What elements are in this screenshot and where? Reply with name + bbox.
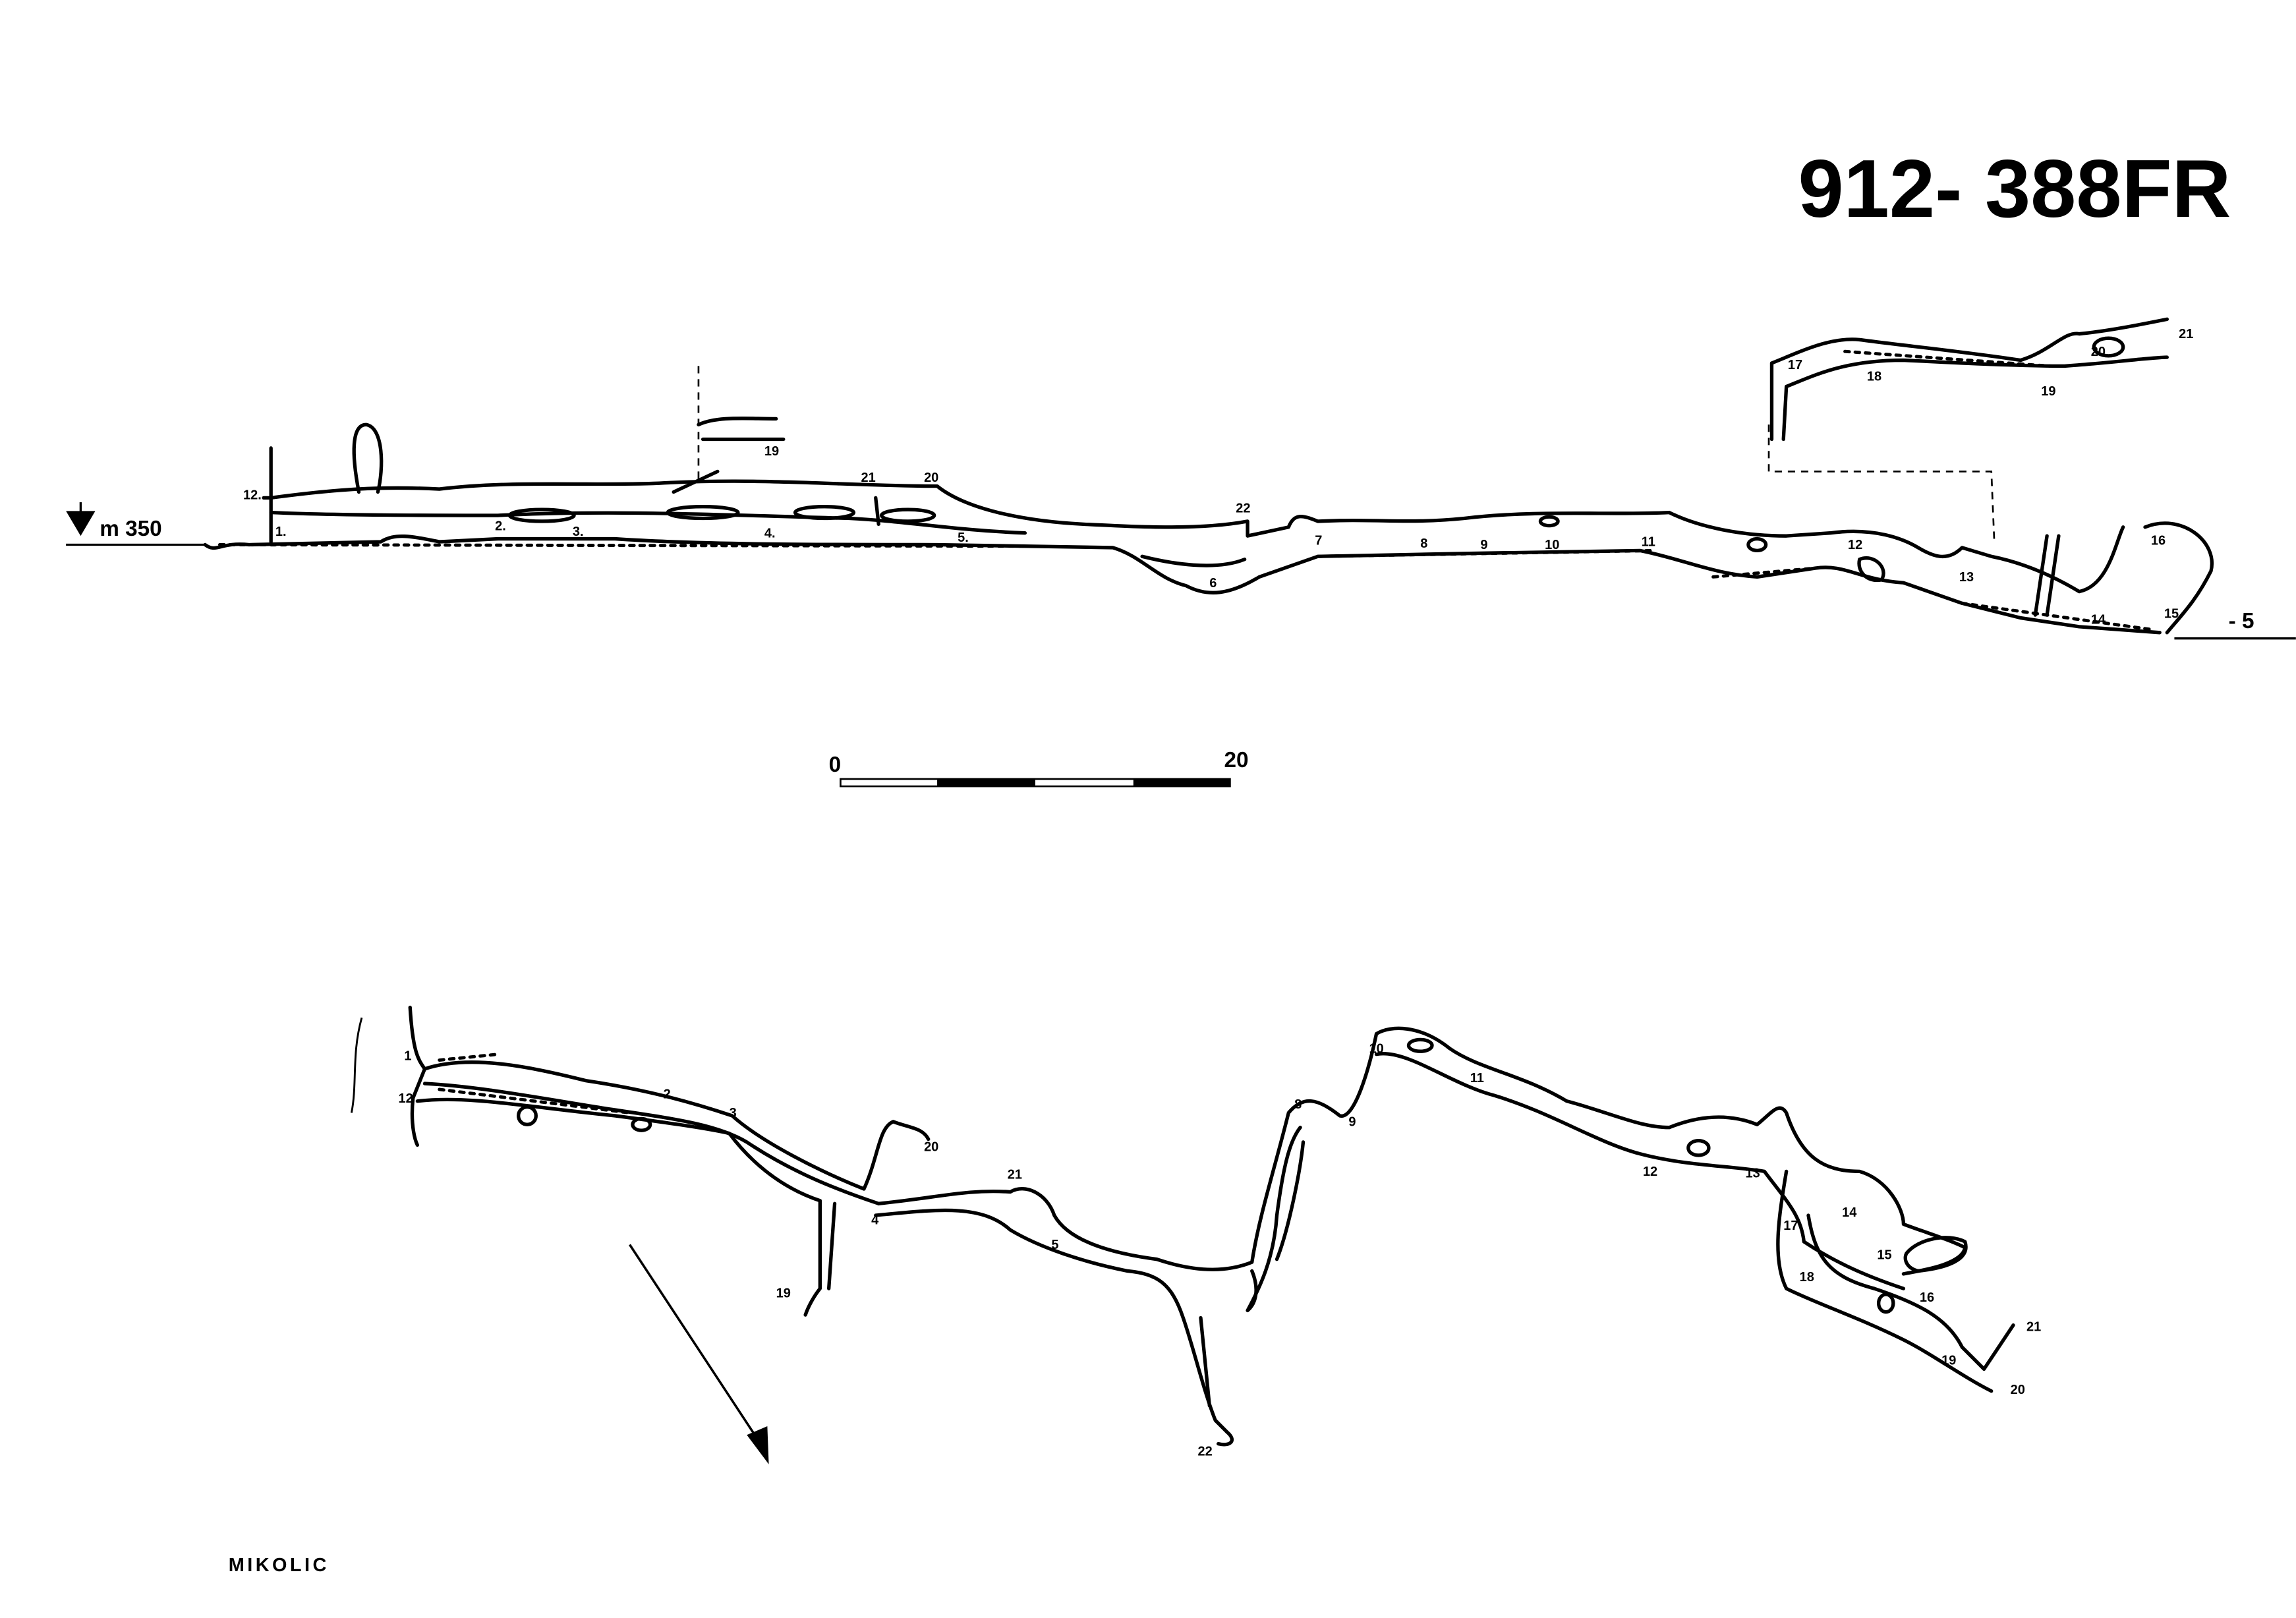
profile-station-label: 22 bbox=[1236, 502, 1250, 516]
plan-station-label: 3 bbox=[730, 1106, 737, 1120]
profile-station-label: 3. bbox=[573, 525, 584, 539]
plan-station-label: 20 bbox=[924, 1140, 938, 1154]
plan-station-label: 20 bbox=[2011, 1383, 2025, 1397]
plan-station-label: 21 bbox=[2026, 1320, 2041, 1335]
map-title: 912- 388FR bbox=[1798, 143, 2231, 235]
plan-station-label: 2 bbox=[664, 1087, 671, 1101]
plan-station-label: 18 bbox=[1800, 1270, 1814, 1285]
profile-station-label: 12 bbox=[1848, 538, 1862, 552]
profile-station-label: 17 bbox=[1788, 358, 1802, 372]
profile-station-label: 4. bbox=[764, 526, 776, 540]
plan-station-label: 5 bbox=[1051, 1238, 1058, 1252]
profile-station-label: 9 bbox=[1480, 538, 1487, 552]
scale-end-label: 20 bbox=[1224, 748, 1249, 772]
scale-bar: 0 20 bbox=[829, 748, 1249, 788]
datum-elevation-label: m 350 bbox=[100, 517, 161, 541]
profile-station-label: 19 bbox=[764, 444, 779, 459]
profile-section: m 350 - 5 12. 1. 2. 3. 4. 5. 21 20 19 22 6 7 8 9 10 11 1… bbox=[66, 317, 2296, 640]
profile-station-label: 18 bbox=[1867, 370, 1881, 384]
profile-station-label: 7 bbox=[1315, 533, 1322, 548]
plan-station-label: 8 bbox=[1294, 1097, 1302, 1112]
depth-label: - 5 bbox=[2229, 609, 2254, 633]
scale-start-label: 0 bbox=[829, 753, 842, 777]
profile-station-label: 21 bbox=[861, 471, 876, 485]
profile-station-label: 6 bbox=[1209, 576, 1217, 591]
profile-station-label: 14 bbox=[2091, 612, 2106, 627]
plan-station-label: 12 bbox=[398, 1091, 413, 1106]
profile-station-label: 2. bbox=[495, 519, 506, 533]
profile-station-label: 20 bbox=[924, 471, 938, 485]
plan-station-label: 15 bbox=[1877, 1248, 1891, 1263]
profile-station-label: 21 bbox=[2179, 327, 2193, 341]
plan-station-label: 19 bbox=[776, 1286, 791, 1300]
plan-station-label: 14 bbox=[1842, 1205, 1856, 1220]
profile-station-label: 15 bbox=[2164, 607, 2179, 621]
plan-station-label: 10 bbox=[1369, 1041, 1383, 1056]
plan-station-label: 17 bbox=[1783, 1219, 1798, 1233]
plan-station-label: 9 bbox=[1348, 1115, 1356, 1130]
author-credit: MIKOLIC bbox=[229, 1555, 330, 1576]
profile-station-label: 10 bbox=[1545, 538, 1559, 552]
profile-station-label: 8 bbox=[1420, 536, 1427, 551]
profile-station-label: 12. bbox=[243, 488, 262, 503]
plan-station-label: 12 bbox=[1643, 1165, 1657, 1179]
plan-station-label: 16 bbox=[1920, 1290, 1934, 1305]
profile-station-label: 19 bbox=[2041, 384, 2055, 399]
profile-station-label: 5. bbox=[958, 531, 969, 545]
plan-station-label: 13 bbox=[1745, 1166, 1760, 1180]
profile-station-label: 11 bbox=[1642, 535, 1655, 550]
datum-triangle-icon bbox=[66, 511, 96, 536]
north-arrow-icon bbox=[629, 1244, 769, 1464]
plan-station-label: 1 bbox=[404, 1049, 411, 1064]
plan-station-label: 11 bbox=[1470, 1071, 1484, 1085]
plan-station-label: 4 bbox=[871, 1213, 878, 1227]
profile-station-label: 1. bbox=[275, 525, 287, 539]
plan-station-label: 21 bbox=[1008, 1167, 1022, 1182]
profile-station-label: 20 bbox=[2091, 345, 2106, 359]
profile-station-label: 16 bbox=[2151, 533, 2166, 548]
plan-station-label: 22 bbox=[1198, 1444, 1213, 1459]
profile-station-label: 13 bbox=[1959, 570, 1974, 585]
plan-station-label: 19 bbox=[1941, 1354, 1956, 1368]
